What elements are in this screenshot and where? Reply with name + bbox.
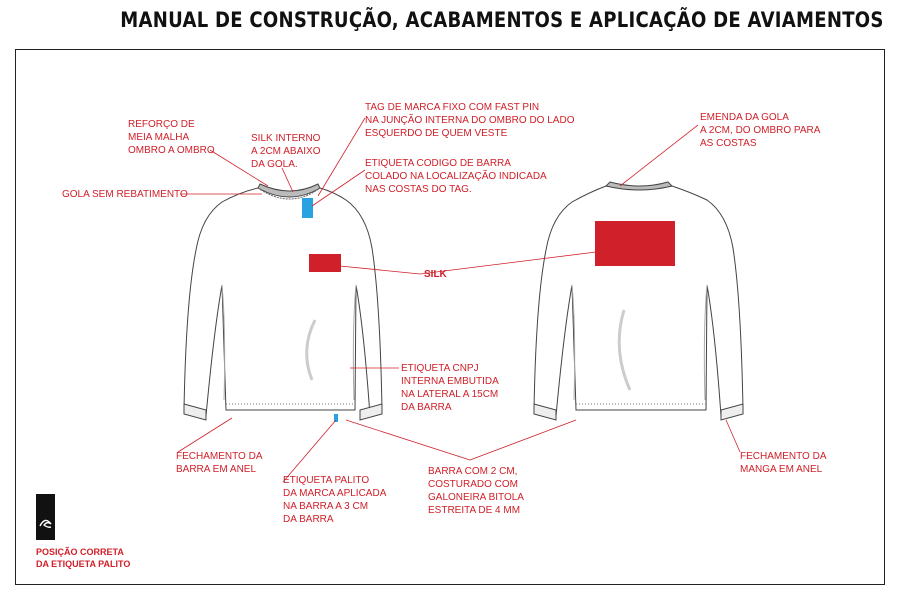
label-gola: GOLA SEM REBATIMENTO	[62, 189, 188, 200]
label-silk: SILK	[424, 269, 447, 280]
palito-tag-marker	[334, 414, 338, 422]
label-tag-marca: TAG DE MARCA FIXO COM FAST PIN NA JUNÇÃO…	[365, 102, 575, 139]
leader-lines	[177, 117, 741, 483]
front-shirt	[183, 183, 383, 421]
label-barra: BARRA COM 2 CM, COSTURADO COM GALONEIRA …	[428, 466, 524, 516]
page-title: MANUAL DE CONSTRUÇÃO, ACABAMENTOS E APLI…	[120, 8, 884, 32]
drawing-frame	[15, 49, 885, 585]
label-fechamento-barra: FECHAMENTO DA BARRA EM ANEL	[176, 451, 263, 475]
palito-tag-sample	[36, 494, 55, 540]
back-silk-area	[595, 221, 675, 266]
back-shirt	[533, 181, 744, 421]
label-fechamento-manga: FECHAMENTO DA MANGA EM ANEL	[740, 451, 827, 475]
label-silk-interno: SILK INTERNO A 2CM ABAIXO DA GOLA.	[251, 133, 321, 170]
label-reforco: REFORÇO DE MEIA MALHA OMBRO A OMBRO	[128, 119, 215, 156]
label-etiqueta-barra: ETIQUETA CODIGO DE BARRA COLADO NA LOCAL…	[365, 158, 547, 195]
label-emenda: EMENDA DA GOLA A 2CM, DO OMBRO PARA AS C…	[700, 112, 821, 149]
front-silk-area	[309, 254, 341, 272]
label-cnpj: ETIQUETA CNPJ INTERNA EMBUTIDA NA LATERA…	[401, 363, 499, 413]
label-palito: ETIQUETA PALITO DA MARCA APLICADA NA BAR…	[283, 475, 387, 525]
label-posicao: POSIÇÃO CORRETA DA ETIQUETA PALITO	[36, 547, 131, 569]
brand-logo-icon	[39, 519, 52, 528]
brand-tag-marker	[302, 198, 313, 218]
